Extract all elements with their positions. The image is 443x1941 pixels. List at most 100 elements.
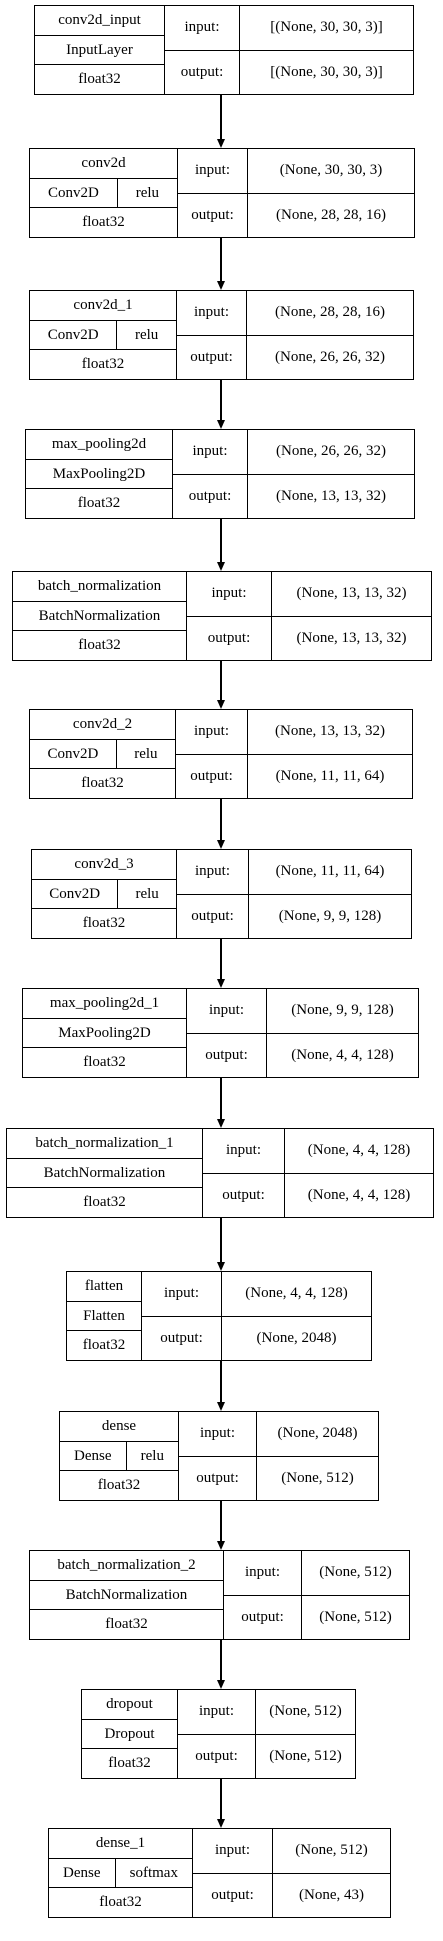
output-shape: (None, 4, 4, 128) [307, 1186, 411, 1203]
layer-dtype: float32 [78, 637, 121, 654]
connector-line [220, 519, 222, 562]
output-label: output: [190, 767, 233, 784]
output-label: output: [207, 629, 251, 646]
input-label: input: [178, 149, 247, 194]
layer-type: Dropout [82, 1720, 177, 1750]
io-labels: input: output: [193, 1829, 273, 1917]
io-values: (None, 4, 4, 128)(None, 4, 4, 128) [285, 1129, 433, 1217]
output-shape: (None, 26, 26, 32) [275, 348, 385, 365]
connector-line [220, 238, 222, 281]
input-shape: (None, 26, 26, 32) [248, 430, 414, 475]
layer-name: batch_normalization_1 [7, 1129, 202, 1159]
layer-name: conv2d_1 [30, 291, 176, 321]
layer-dtype: float32 [97, 1477, 141, 1494]
io-values: (None, 512)(None, 512) [302, 1551, 409, 1639]
layer-dtype: float32 [81, 775, 124, 792]
input-label: input: [187, 572, 271, 617]
connector-line [220, 1779, 222, 1819]
io-values: (None, 2048)(None, 512) [257, 1412, 378, 1500]
arrow-head-icon [217, 979, 225, 988]
output-label: output: [188, 487, 232, 504]
layer-activation: softmax [129, 1864, 178, 1881]
io-values: (None, 26, 26, 32) (None, 13, 13, 32) [248, 430, 414, 518]
connector-line [220, 95, 222, 139]
layer-activation: relu [135, 184, 160, 201]
io-values: (None, 28, 28, 16) (None, 26, 26, 32) [247, 291, 413, 379]
output-label: output: [211, 1886, 254, 1903]
io-labels: input:output: [187, 989, 267, 1077]
output-label: output: [222, 1186, 265, 1203]
input-label: input: [177, 850, 248, 895]
connector-line [220, 1640, 222, 1680]
connector-line [220, 939, 222, 979]
connector-line [220, 1218, 222, 1262]
input-label: input: [179, 1412, 256, 1457]
layer-type: Flatten [67, 1302, 141, 1332]
layer-dtype: float32 [82, 214, 125, 231]
output-shape: (None, 13, 13, 32) [276, 487, 386, 504]
layer-name: conv2d [30, 149, 177, 179]
output-shape: (None, 43) [299, 1886, 364, 1903]
layer-dtype: float32 [82, 915, 126, 932]
io-labels: input:output: [165, 6, 240, 94]
input-label: input: [177, 291, 246, 336]
layer-name: conv2d_2 [30, 710, 175, 740]
connector-line [220, 380, 222, 420]
layer-type: BatchNormalization [30, 1581, 223, 1611]
layer-name: dropout [82, 1690, 177, 1720]
input-label: input: [187, 989, 266, 1034]
output-shape: (None, 11, 11, 64) [275, 767, 385, 784]
input-shape: (None, 2048) [257, 1412, 378, 1457]
layer-name: conv2d_3 [32, 850, 176, 880]
io-values: (None, 512)(None, 512) [256, 1690, 355, 1778]
layer-name: max_pooling2d [26, 430, 172, 460]
io-labels: input: output: [142, 1272, 222, 1360]
output-label: output: [180, 63, 224, 80]
layer-dtype: float32 [82, 1337, 126, 1354]
output-label: output: [191, 206, 234, 223]
layer-dtype: float32 [77, 495, 121, 512]
output-label: output: [241, 1608, 284, 1625]
input-label: input: [178, 1690, 255, 1735]
input-label: input: [193, 1829, 272, 1874]
io-labels: input:output: [203, 1129, 285, 1217]
input-shape: (None, 512) [273, 1829, 390, 1874]
arrow-head-icon [217, 420, 225, 429]
connector-line [220, 661, 222, 700]
layer-dtype: float32 [99, 1894, 142, 1911]
arrow-head-icon [217, 1819, 225, 1828]
output-label: output: [190, 348, 233, 365]
input-shape: (None, 28, 28, 16) [247, 291, 413, 336]
layer-activation: relu [134, 745, 158, 762]
io-values: (None, 11, 11, 64)(None, 9, 9, 128) [249, 850, 411, 938]
output-label: output: [160, 1329, 203, 1346]
io-values: (None, 512) (None, 43) [273, 1829, 390, 1917]
connector-line [220, 799, 222, 840]
arrow-head-icon [217, 1680, 225, 1689]
input-label: input: [142, 1272, 221, 1317]
layer-name: batch_normalization_2 [30, 1551, 223, 1581]
layer-name: dense_1 [49, 1829, 192, 1859]
layer-activation: relu [140, 1447, 164, 1464]
layer-type: BatchNormalization [7, 1159, 202, 1189]
